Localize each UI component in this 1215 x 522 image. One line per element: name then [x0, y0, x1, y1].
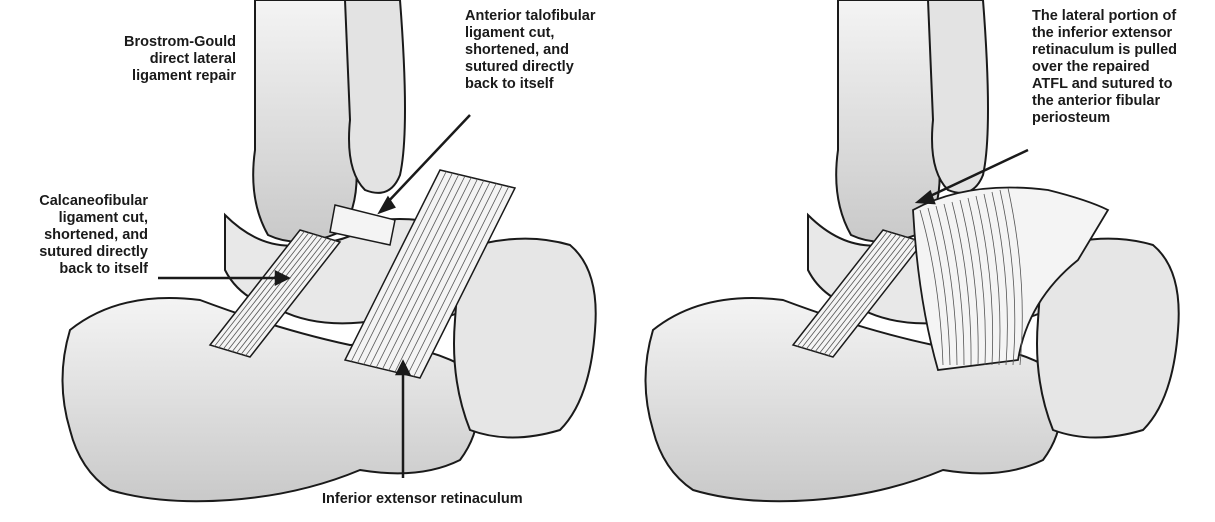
fibula-bone — [345, 0, 405, 193]
atfl-label: Anterior talofibular ligament cut, short… — [465, 8, 605, 93]
right-panel: The lateral portion of the inferior exte… — [608, 0, 1215, 522]
tibia-bone — [253, 0, 357, 242]
cfl-label: Calcaneofibular ligament cut, shortened,… — [0, 193, 148, 278]
brostrom-gould-label: Brostrom-Gould direct lateral ligament r… — [60, 34, 236, 85]
lateral-portion-label: The lateral portion of the inferior exte… — [1032, 8, 1214, 127]
fibula-bone — [928, 0, 988, 193]
ier-label: Inferior extensor retinaculum — [322, 491, 602, 508]
left-panel: Brostrom-Gould direct lateral ligament r… — [0, 0, 607, 522]
